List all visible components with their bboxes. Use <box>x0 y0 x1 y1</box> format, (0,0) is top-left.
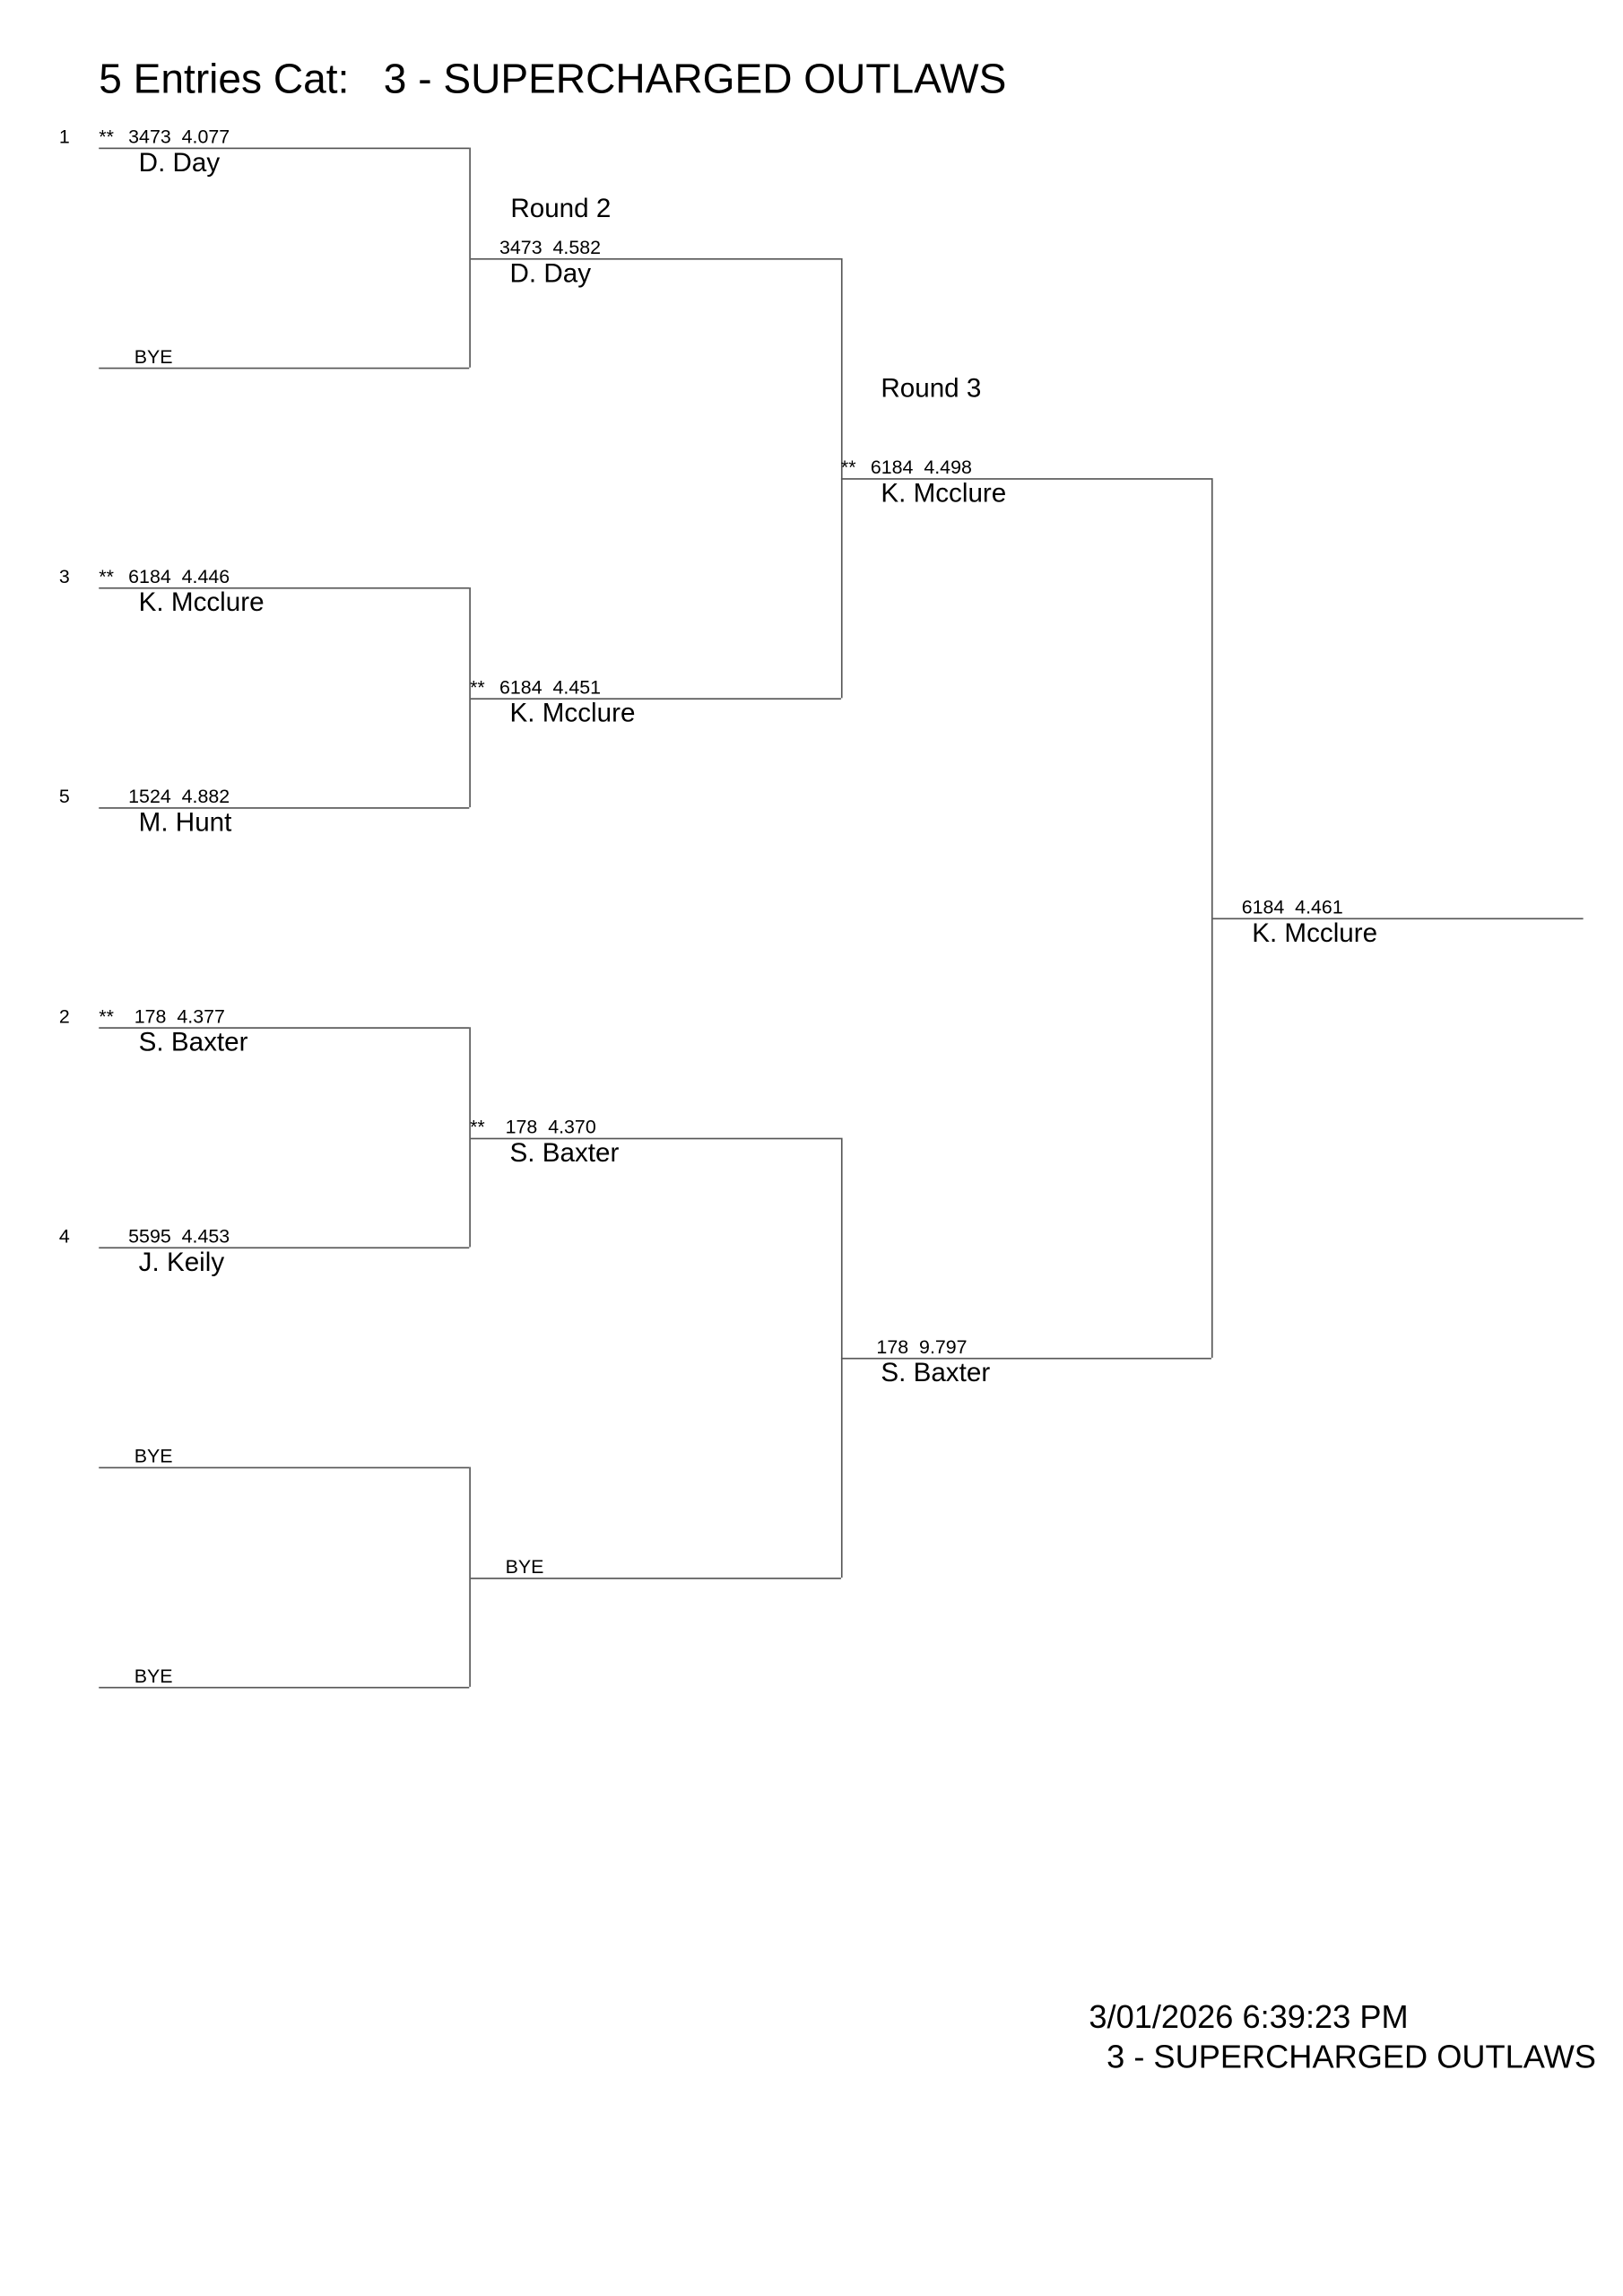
elapsed-time: 9.797 <box>919 1335 968 1358</box>
footer-category: 3 - SUPERCHARGED OUTLAWS <box>1107 2038 1596 2075</box>
entry-info: 3473 4.582 <box>499 235 602 258</box>
bracket-line <box>470 1136 841 1139</box>
seed-number: 3 <box>58 565 70 587</box>
elapsed-time: 4.377 <box>177 1004 225 1028</box>
bracket-line <box>99 1247 470 1249</box>
entry-info: 6184 4.498 <box>870 455 972 478</box>
elapsed-time: 4.461 <box>1295 894 1343 918</box>
racer-name: S. Baxter <box>138 1027 248 1057</box>
racer-name: S. Baxter <box>509 1136 620 1167</box>
bracket-line <box>99 1686 470 1689</box>
car-number: 178 <box>505 1115 538 1137</box>
winner-mark: ** <box>99 565 114 587</box>
racer-name: K. Mcclure <box>509 697 636 727</box>
car-number: 5595 <box>128 1224 171 1248</box>
bracket-line <box>99 807 470 809</box>
car-number: 1524 <box>128 785 171 808</box>
elapsed-time: 4.370 <box>548 1115 596 1137</box>
elapsed-time: 4.498 <box>924 455 972 478</box>
racer-name: D. Day <box>509 257 592 288</box>
entry-info: 178 4.377 <box>134 1004 225 1028</box>
seed-number: 5 <box>58 785 70 808</box>
bracket-line <box>99 1466 470 1469</box>
elapsed-time: 4.451 <box>552 674 602 698</box>
entry-info: 6184 4.451 <box>499 676 601 697</box>
seed-number: 2 <box>58 1004 70 1028</box>
entry-info: 1524 4.882 <box>128 785 230 808</box>
car-number: 6184 <box>1241 894 1285 918</box>
racer-name: D. Day <box>138 147 221 178</box>
elapsed-time: 4.453 <box>181 1224 230 1248</box>
car-number: 6184 <box>128 565 171 587</box>
car-number: 178 <box>134 1004 167 1028</box>
bracket-line <box>470 697 841 700</box>
seed-number: 1 <box>58 125 70 148</box>
bye-label: BYE <box>134 1665 173 1687</box>
seed-number: 4 <box>58 1224 70 1248</box>
bye-label: BYE <box>505 1554 544 1578</box>
elapsed-time: 4.582 <box>552 235 602 258</box>
winner-mark: ** <box>470 1115 485 1137</box>
winner-mark: ** <box>99 1004 114 1028</box>
entry-info: 6184 4.446 <box>128 565 230 587</box>
round-2-label: Round 2 <box>510 193 612 223</box>
elapsed-time: 4.077 <box>181 125 230 148</box>
bracket-line <box>1211 917 1583 919</box>
bye-label: BYE <box>134 1444 173 1467</box>
entry-info: 6184 4.461 <box>1241 894 1343 918</box>
racer-name: M. Hunt <box>138 807 232 837</box>
racer-name: J. Keily <box>138 1247 225 1277</box>
bracket-line <box>99 147 470 150</box>
entry-info: 178 4.370 <box>505 1115 596 1137</box>
bracket-line <box>99 1027 470 1029</box>
winner-mark: ** <box>99 125 114 148</box>
elapsed-time: 4.446 <box>181 565 230 587</box>
elapsed-time: 4.882 <box>181 785 230 808</box>
entry-info: 3473 4.077 <box>128 125 230 148</box>
car-number: 178 <box>876 1335 909 1358</box>
bye-label: BYE <box>134 345 173 368</box>
racer-name: K. Mcclure <box>138 587 265 617</box>
racer-name: K. Mcclure <box>881 477 1007 508</box>
car-number: 3473 <box>499 235 542 258</box>
bracket-line <box>470 257 841 259</box>
round-3-label: Round 3 <box>881 373 982 404</box>
car-number: 6184 <box>870 455 914 478</box>
bracket-line <box>840 477 1211 479</box>
winner-mark: ** <box>840 455 856 478</box>
car-number: 3473 <box>128 125 171 148</box>
page-title: 5 Entries Cat: 3 - SUPERCHARGED OUTLAWS <box>99 56 1007 102</box>
racer-name: K. Mcclure <box>1252 917 1378 947</box>
footer-timestamp: 3/01/2026 6:39:23 PM <box>1089 1998 1409 2036</box>
bracket-line <box>99 587 470 589</box>
bracket-connector <box>840 257 842 698</box>
bracket-line <box>470 1577 841 1578</box>
car-number: 6184 <box>499 674 542 698</box>
racer-name: S. Baxter <box>881 1357 991 1387</box>
entry-info: 178 9.797 <box>876 1335 968 1358</box>
bracket-line <box>99 367 470 370</box>
winner-mark: ** <box>470 674 485 698</box>
bracket-connector <box>840 1136 842 1578</box>
bracket-line <box>840 1357 1211 1359</box>
entry-info: 5595 4.453 <box>128 1226 230 1247</box>
